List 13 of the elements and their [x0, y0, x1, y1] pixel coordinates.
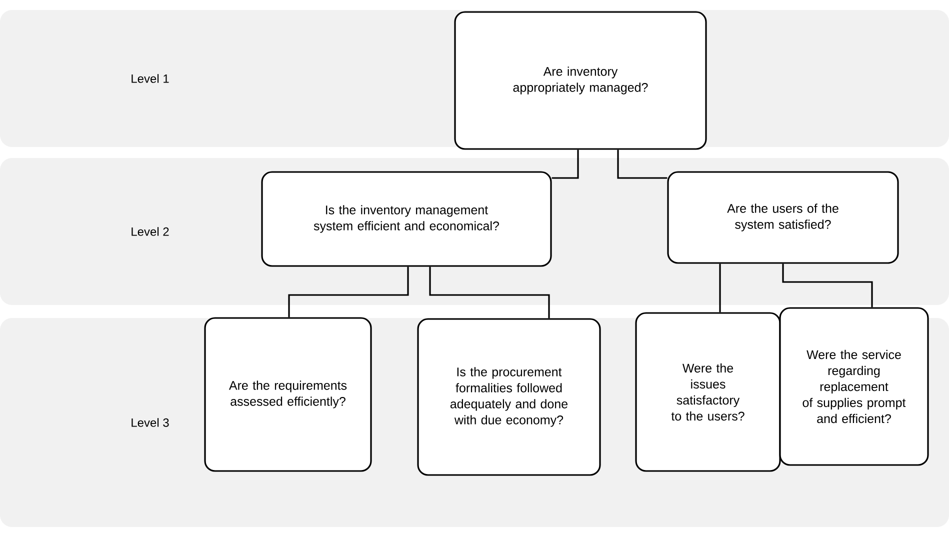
connector-line [719, 264, 721, 312]
connector-line [617, 150, 668, 179]
question-box: Are the users of the system satisfied? [667, 171, 899, 264]
question-box: Is the inventory management system efficient and economical? [261, 171, 552, 267]
connector-line [782, 264, 873, 308]
question-box: Were the issues satisfactory to the users? [635, 312, 781, 472]
question-box: Is the procurement formalities followed adequately and done with due economy? [417, 318, 601, 476]
question-box: Were the service regarding replacement of supplies prompt and efficient? [779, 307, 929, 466]
question-box: Are inventory appropriately managed? [454, 11, 707, 150]
connector-line [552, 150, 579, 179]
question-box: Are the requirements assessed efficiently? [204, 317, 372, 472]
connector-line [288, 266, 409, 318]
connector-line [429, 266, 550, 318]
